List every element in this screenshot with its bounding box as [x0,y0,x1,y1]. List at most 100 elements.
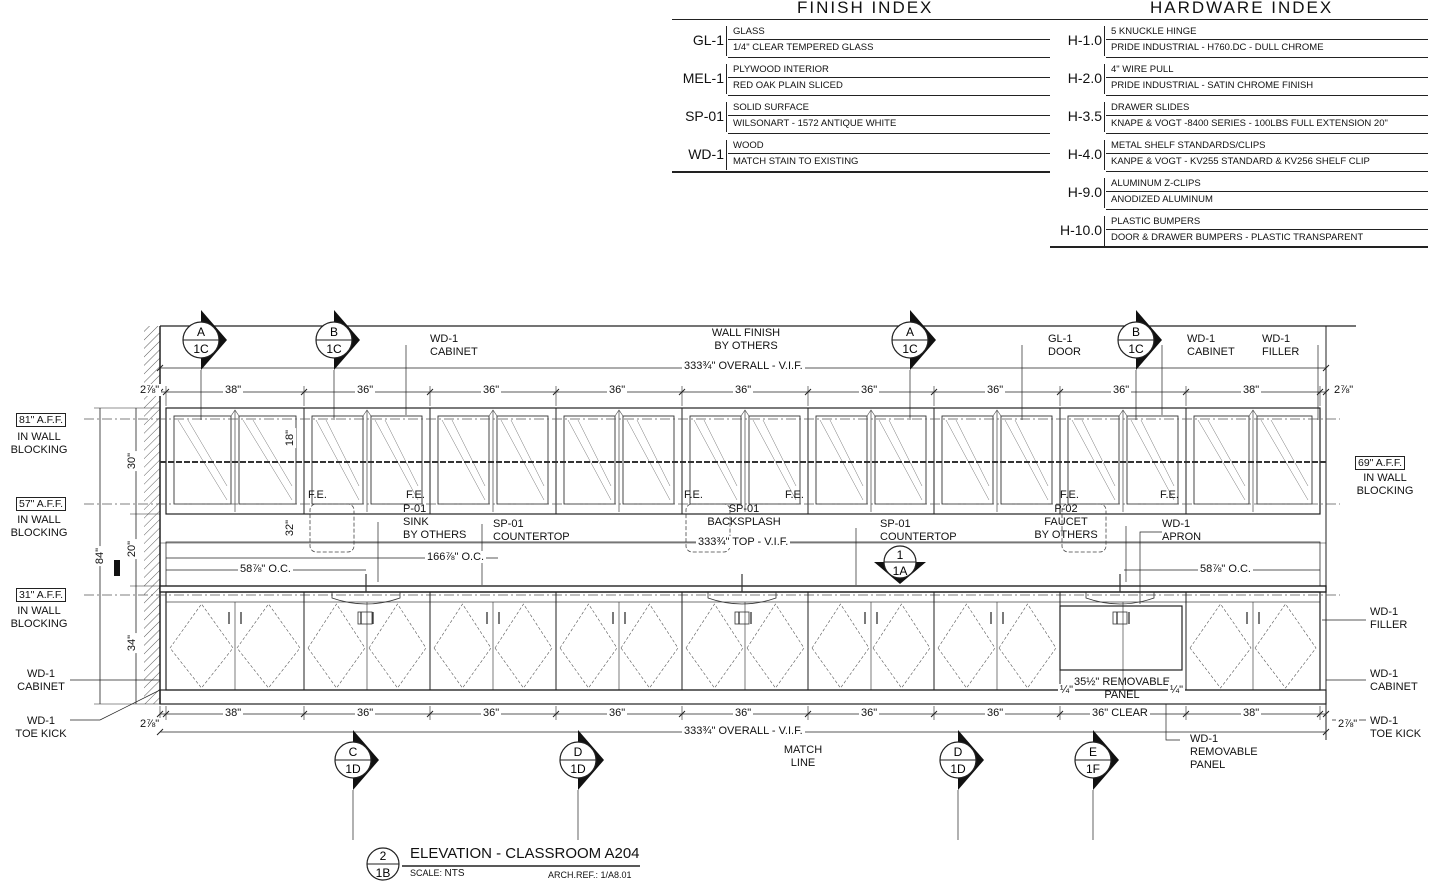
finish-line2: MATCH STAIN TO EXISTING [733,156,859,167]
section-tag: B1C [315,310,360,420]
dim-20: 20" [126,538,139,560]
dim-quarter-right: ¼" [1168,684,1186,696]
divider [1106,209,1428,210]
sink-left [331,574,401,625]
section-tag-letter: D [954,745,963,759]
dim-bay-width: 36" [859,707,880,719]
dim-overall-top: 333¾" OVERALL - V.I.F. [682,360,805,372]
scale-label: SCALE: NTS [410,868,465,879]
toe-kick [159,689,1327,705]
arch-ref: ARCH.REF.: 1/A8.01 [548,870,632,880]
sink-right [1085,574,1155,625]
title-tag-number: 2 [380,849,387,863]
hardware-line2: KNAPE & VOGT -8400 SERIES - 100LBS FULL … [1111,118,1388,129]
divider [1106,57,1428,58]
door-swing [559,603,618,689]
hardware-line2: DOOR & DRAWER BUMPERS - PLASTIC TRANSPAR… [1111,232,1364,243]
hardware-line1: DRAWER SLIDES [1111,102,1190,113]
section-tag-sheet: 1D [570,762,586,776]
divider [1104,26,1105,56]
dim-oc-left: 58⅞" O.C. [238,563,293,575]
hardware-code: H-2.0 [1067,70,1102,86]
note-in-wall-blocking: IN WALL BLOCKING [10,431,68,456]
detail-tag: 11A [874,545,926,584]
removable-panel [1059,605,1183,671]
section-tag-sheet: 1D [950,762,966,776]
divider [728,153,1050,154]
door-swing [368,603,427,689]
dim-bay-width: 36" [481,707,502,719]
dim-quarter-left: ¼" [1058,684,1076,696]
hardware-code: H-1.0 [1067,32,1102,48]
divider [726,26,727,56]
finish-line1: PLYWOOD INTERIOR [733,64,829,75]
section-tag-letter: A [197,325,205,339]
hardware-line2: ANODIZED ALUMINUM [1111,194,1213,205]
hardware-index-title: HARDWARE INDEX [1150,0,1334,17]
sink-mid [707,574,777,625]
hardware-code: H-9.0 [1067,184,1102,200]
note-sp01-countertop: SP-01 COUNTERTOP [880,518,957,543]
dim-top-vif: 333¾" TOP - V.I.F. [696,536,791,548]
dim-oc-right: 58⅞" O.C. [1198,563,1253,575]
door-swing [811,603,870,689]
dim-34: 34" [126,632,139,654]
section-tag: E1F [1074,730,1119,840]
hardware-code: H-10.0 [1059,222,1102,238]
door-swing [236,603,301,689]
hardware-code: H-3.5 [1067,108,1102,124]
detail-tag-sheet: 1A [893,564,908,578]
divider [1106,95,1428,96]
hardware-line1: METAL SHELF STANDARDS/CLIPS [1111,140,1266,151]
section-tag: C1D [334,730,379,840]
dim-30: 30" [126,450,139,472]
hardware-code: H-4.0 [1067,146,1102,162]
divider [1050,246,1428,248]
glass-door [1256,415,1313,505]
divider [1106,77,1428,78]
finish-line1: WOOD [733,140,764,151]
finish-line2: RED OAK PLAIN SLICED [733,80,843,91]
note-fe: F.E. [1060,489,1079,501]
dim-bay-width: 36" [733,707,754,719]
section-tag: B1C [1117,310,1162,420]
dim-end-right-bottom: 2⅞" [1336,718,1360,730]
divider [672,19,1050,20]
dim-bay-width: 36" [733,384,754,396]
divider [1106,133,1428,134]
divider [1106,191,1428,192]
door-swing [1254,603,1317,689]
fe-cabinet [685,503,731,553]
section-tag: A 1C [182,310,227,420]
divider [726,64,727,94]
fe-cabinet [1061,503,1107,553]
divider [728,133,1050,134]
hardware-line1: PLASTIC BUMPERS [1111,216,1201,227]
divider [1104,140,1105,170]
section-tag-letter: A [906,325,914,339]
door-swing [937,603,996,689]
section-tag-letter: B [330,325,338,339]
note-wd1-apron: WD-1 APRON [1162,518,1202,543]
backsplash [165,541,1321,587]
divider [1106,229,1428,230]
fe-cabinet [309,503,355,553]
dim-bay-width: 36" [607,707,628,719]
section-tag-sheet: 1C [193,342,209,356]
finish-code: SP-01 [685,108,724,124]
hardware-line1: 4" WIRE PULL [1111,64,1174,75]
note-in-wall-blocking: IN WALL BLOCKING [1356,472,1414,497]
divider [1106,39,1428,40]
hardware-line1: 5 KNUCKLE HINGE [1111,26,1197,37]
dim-oc-1665: 166⅞" O.C. [425,551,487,563]
divider [1106,171,1428,172]
drawing-title: ELEVATION - CLASSROOM A204 [410,845,640,862]
note-wd1-filler: WD-1 FILLER [1262,333,1300,358]
door-swing [620,603,679,689]
finish-code: GL-1 [692,32,724,48]
divider [728,95,1050,96]
aff-57: 57" A.F.F. [16,497,66,511]
note-match-line: MATCH LINE [783,744,823,769]
finish-line2: 1/4" CLEAR TEMPERED GLASS [733,42,874,53]
section-tag: D 1D [939,730,984,840]
